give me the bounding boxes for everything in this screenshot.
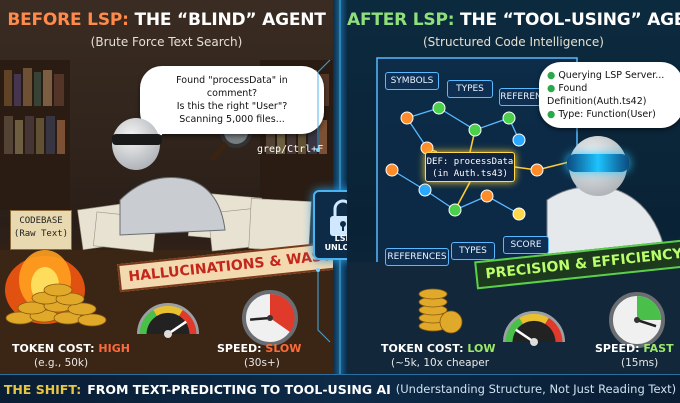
smart-visor [567,154,629,172]
token-cost-label: TOKEN COST: [381,342,464,355]
bubble-line: ● Found Definition(Auth.ts42) [547,83,647,107]
token-cost-gauge-high [137,303,199,338]
footer-paren: (Understanding Structure, Not Just Readi… [395,382,677,396]
after-subtitle: (Structured Code Intelligence) [423,35,604,49]
after-thought-bubble: ● Querying LSP Server... ● Found Definit… [539,62,680,128]
before-title-prefix: BEFORE LSP: [7,10,129,30]
graph-label-types-bottom: TYPES [451,242,495,260]
footer-main: FROM TEXT-PREDICTING TO TOOL-USING AI [87,381,391,397]
bubble-line: Is this the right "User"? [176,101,288,112]
after-panel: AFTER LSP: THE “TOOL-USING” AGENT (Struc… [347,0,680,374]
bubble-line-text: Found Definition(Auth.ts42) [547,83,647,107]
before-token-cost-label: TOKEN COST: HIGH [12,342,130,355]
after-title: AFTER LSP: THE “TOOL-USING” AGENT [347,10,680,30]
graph-label-score: SCORE [503,236,549,254]
graph-label-symbols: SYMBOLS [385,72,439,90]
speed-value: FAST [643,342,674,355]
bubble-line: Scanning 5,000 files... [179,114,285,125]
after-speed-label: SPEED: FAST [595,342,674,355]
graph-label-references: REFERENCES [385,248,449,266]
definition-line: DEF: processData [426,157,514,167]
graph-label-types: TYPES [447,80,493,98]
after-token-cost-sub: (~5k, 10x cheaper [391,357,490,369]
bubble-tail-dot [155,128,163,136]
after-title-main: THE “TOOL-USING” AGENT [460,10,680,30]
blindfold [112,134,162,145]
lsp-unlock-label: LSP UNLOCK [324,234,362,252]
after-speed-sub: (15ms) [621,357,659,369]
bubble-line: ● Querying LSP Server... [547,70,665,81]
center-divider [333,0,347,374]
speed-gauge-fast [609,292,665,348]
before-panel: BEFORE LSP: THE “BLIND” AGENT (Brute For… [0,0,333,374]
bubble-line-text: Type: Function(User) [558,109,656,120]
speed-gauge-slow [242,290,298,346]
before-subtitle: (Brute Force Text Search) [90,35,243,49]
definition-location: (in Auth.ts43) [432,169,508,179]
before-speed-label: SPEED: SLOW [217,342,301,355]
after-title-prefix: AFTER LSP: [347,10,455,30]
bubble-line-text: Querying LSP Server... [558,70,665,81]
speed-label: SPEED: [595,342,640,355]
definition-box: DEF: processData (in Auth.ts43) [425,152,515,182]
before-speed-sub: (30s+) [244,357,280,369]
bubble-line: ● Type: Function(User) [547,109,656,120]
codebase-title: CODEBASE [19,216,63,226]
codebase-sign: CODEBASE (Raw Text) [10,210,72,250]
bubble-line: Found "processData" in comment? [176,75,288,99]
footer-banner: THE SHIFT: FROM TEXT-PREDICTING TO TOOL-… [0,374,680,403]
token-cost-gauge-low [503,311,565,346]
grep-label: grep/Ctrl+F [257,144,324,155]
token-cost-value: HIGH [98,342,130,355]
speed-label: SPEED: [217,342,262,355]
after-token-cost-label: TOKEN COST: LOW [381,342,496,355]
footer-lead: THE SHIFT: [3,381,82,397]
before-token-cost-sub: (e.g., 50k) [34,357,89,369]
token-cost-label: TOKEN COST: [12,342,95,355]
before-thought-bubble: Found "processData" in comment? Is this … [140,66,324,134]
speed-value: SLOW [265,342,302,355]
token-cost-value: LOW [467,342,496,355]
before-title-main: THE “BLIND” AGENT [134,10,326,30]
codebase-subtitle: (Raw Text) [13,229,69,239]
before-title: BEFORE LSP: THE “BLIND” AGENT [0,10,333,30]
